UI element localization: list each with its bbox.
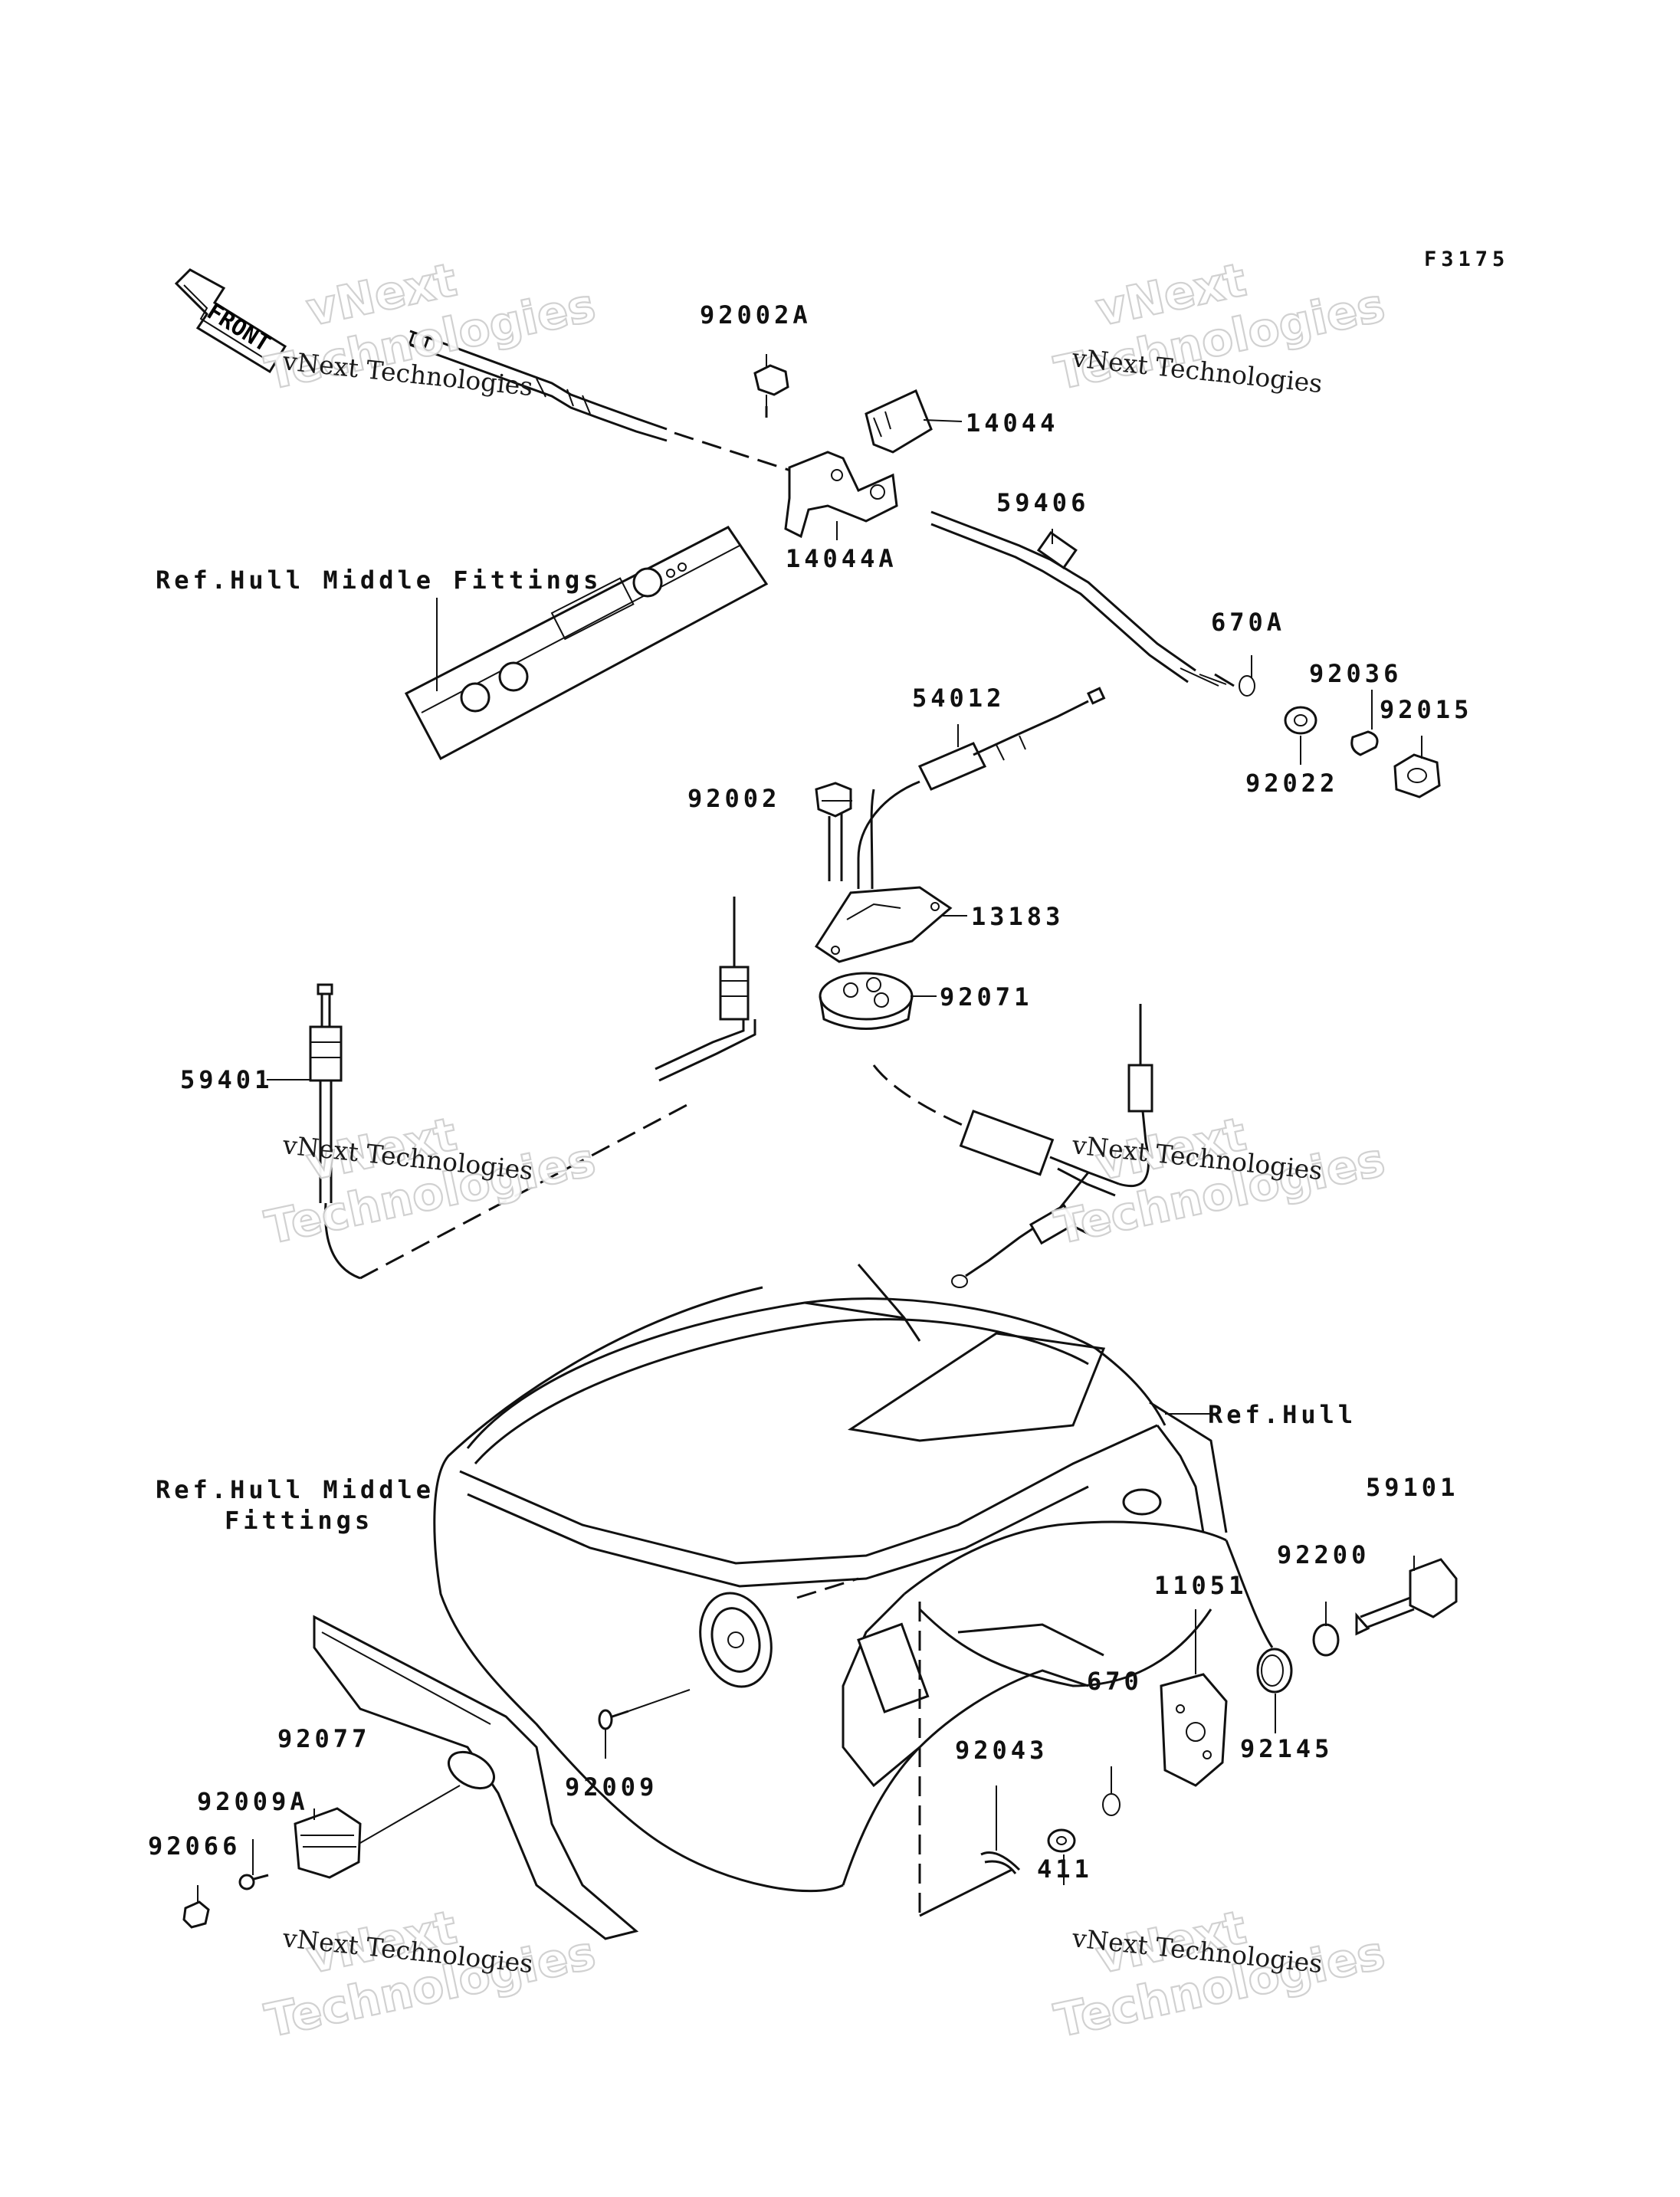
- hull-body: [433, 1264, 1274, 1917]
- part-number-59401: 59401: [180, 1065, 273, 1094]
- part-number-92009A: 92009A: [197, 1787, 309, 1816]
- part-number-92200: 92200: [1277, 1540, 1370, 1569]
- part-number-14044A: 14044A: [786, 544, 897, 573]
- cover-14044: [865, 389, 933, 454]
- knob-59101: [1355, 1558, 1458, 1636]
- part-labels: 92002A 14044 14044A 59406 670A 92036 920…: [148, 300, 1472, 1884]
- nut-92066: [182, 1900, 210, 1929]
- washer-92200: [1312, 1623, 1340, 1657]
- oring-670A: [1239, 675, 1255, 697]
- ref-hull-middle-fittings-bottom-line1: Ref.Hull Middle: [156, 1475, 435, 1504]
- part-number-92022: 92022: [1245, 769, 1338, 798]
- washer-411: [1047, 1828, 1076, 1853]
- figure-code: F3175: [1424, 248, 1509, 271]
- part-number-11051: 11051: [1154, 1571, 1247, 1600]
- knob-92077: [294, 1785, 461, 1879]
- part-number-92066: 92066: [148, 1831, 241, 1861]
- cotter-pin-92043: [980, 1851, 1021, 1874]
- bracket-14044A: [784, 451, 898, 539]
- part-number-92015: 92015: [1380, 695, 1472, 724]
- cable-assembly-right: [872, 1004, 1153, 1288]
- leader-lines: [197, 354, 1422, 1902]
- part-number-59406: 59406: [996, 488, 1089, 517]
- part-number-92002: 92002: [687, 784, 780, 813]
- bolt-92002: [815, 782, 852, 881]
- part-number-92145: 92145: [1240, 1734, 1333, 1763]
- ref-hull-middle-fittings-bottom-line2: Fittings: [225, 1506, 373, 1535]
- part-number-59101: 59101: [1366, 1473, 1459, 1502]
- part-number-670: 670: [1087, 1667, 1143, 1696]
- clip-92036: [1350, 730, 1379, 756]
- part-number-670A: 670A: [1211, 608, 1285, 637]
- reference-labels: Ref.Hull Middle Fittings Ref.Hull Middle…: [156, 566, 1357, 1535]
- plate-13183: [814, 886, 953, 963]
- part-number-92036: 92036: [1309, 659, 1402, 688]
- ring-92145: [1256, 1648, 1293, 1694]
- screw-92009: [598, 1689, 691, 1730]
- cable-59401: [309, 897, 756, 1280]
- ref-hull-middle-fittings-top: Ref.Hull Middle Fittings: [156, 566, 602, 595]
- part-number-92071: 92071: [940, 982, 1032, 1012]
- plate-11051: [1160, 1673, 1228, 1787]
- part-number-14044: 14044: [966, 408, 1058, 438]
- throttle-cable-59406: [408, 330, 1235, 687]
- nut-92015: [1393, 753, 1441, 798]
- choke-cable-54012: [857, 687, 1106, 890]
- part-number-92043: 92043: [955, 1736, 1048, 1765]
- part-number-92002A: 92002A: [700, 300, 812, 330]
- oring-670: [1102, 1793, 1121, 1816]
- hull-middle-fittings-panel: [404, 526, 769, 761]
- part-number-92077: 92077: [277, 1724, 370, 1753]
- part-number-411: 411: [1037, 1854, 1093, 1884]
- grommet-92071: [819, 972, 914, 1030]
- part-number-54012: 54012: [912, 684, 1005, 713]
- hull-middle-fittings-lower-panel: [313, 1615, 639, 1940]
- part-number-13183: 13183: [971, 902, 1064, 931]
- bolt-92002A: [753, 364, 789, 418]
- washer-92022: [1284, 706, 1317, 735]
- part-number-92009: 92009: [565, 1772, 658, 1802]
- screw-92009A: [238, 1874, 269, 1890]
- ref-hull: Ref.Hull: [1208, 1400, 1357, 1429]
